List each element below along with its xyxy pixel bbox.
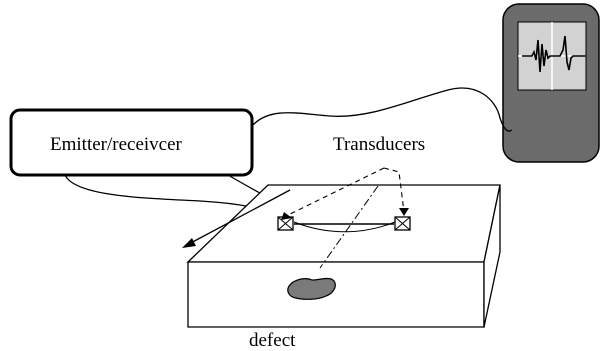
block-side-face (483, 184, 501, 328)
pointer-arrowhead-right (399, 208, 409, 216)
oscilloscope (502, 3, 600, 163)
transducers (277, 185, 411, 269)
cable-to-oscilloscope (251, 87, 513, 132)
wave-path-dashdot (319, 185, 379, 269)
defect-shape (287, 277, 336, 300)
wave-path (293, 221, 396, 233)
specimen-block (186, 184, 501, 328)
left-transducer (277, 216, 294, 231)
transducer-pointers (281, 167, 405, 219)
right-transducer (394, 216, 411, 231)
defect-label: defect (249, 330, 296, 351)
pointer-arrowhead-left (281, 212, 292, 220)
emitter-receiver-box: Emitter/receivcer (9, 108, 254, 177)
block-front-face (187, 261, 485, 328)
emitter-receiver-label: Emitter/receivcer (50, 134, 183, 155)
scan-direction-arrow (182, 189, 291, 248)
signal-waveform (522, 35, 586, 73)
transducers-label: Transducers (333, 134, 425, 155)
